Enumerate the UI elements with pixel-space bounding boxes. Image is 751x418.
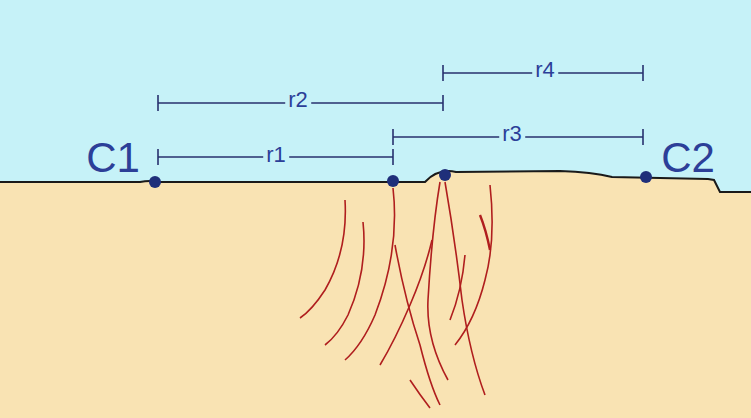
fracture-lines bbox=[300, 182, 492, 408]
ground bbox=[0, 171, 751, 418]
distance-label: r1 bbox=[263, 144, 289, 166]
electrode-dots bbox=[149, 169, 652, 188]
electrode-label: C1 bbox=[83, 137, 143, 179]
distance-label: r3 bbox=[499, 123, 525, 145]
distance-label: r4 bbox=[532, 59, 558, 81]
distance-bars bbox=[158, 65, 643, 165]
electrode-label: C2 bbox=[658, 137, 718, 179]
distance-label: r2 bbox=[285, 89, 311, 111]
